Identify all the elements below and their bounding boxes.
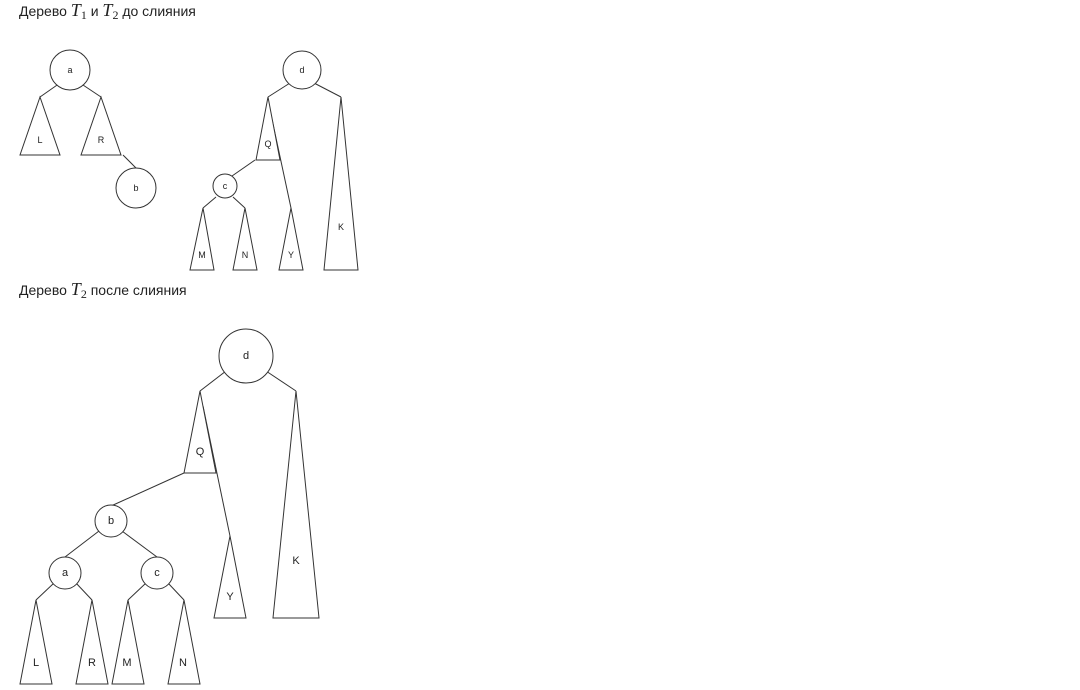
merged-subtree-q bbox=[183, 390, 217, 474]
merged-node-b bbox=[94, 504, 128, 538]
t2-subtree-y-label: Y bbox=[288, 250, 294, 260]
edge-d-k bbox=[265, 370, 297, 392]
t2-subtree-q-label: Q bbox=[264, 139, 271, 149]
merged-node-a bbox=[48, 556, 82, 590]
t2-subtree-k bbox=[323, 96, 359, 271]
t2-subtree-n-label: N bbox=[242, 250, 249, 260]
edge-c-n bbox=[232, 196, 246, 209]
t2-node-d-label: d bbox=[299, 65, 304, 75]
merged-node-d-label: d bbox=[243, 350, 249, 362]
t1-subtree-l bbox=[19, 95, 61, 156]
tree-t1: a L R b bbox=[19, 49, 157, 209]
edge-c-m bbox=[127, 582, 147, 601]
t2-node-c bbox=[212, 173, 238, 199]
merged-subtree-y-label: Y bbox=[226, 591, 234, 603]
t2-subtree-k-label: K bbox=[338, 222, 344, 232]
merged-subtree-k-label: K bbox=[292, 555, 300, 567]
t2-subtree-m-label: M bbox=[198, 250, 206, 260]
edge-r-b bbox=[122, 154, 137, 169]
tree-t2: d Q c M N Y K bbox=[189, 50, 359, 271]
t1-node-b-label: b bbox=[133, 183, 138, 193]
merged-subtree-n-label: N bbox=[179, 657, 187, 669]
t1-subtree-r-label: R bbox=[98, 135, 105, 145]
merged-node-c-label: c bbox=[154, 567, 160, 579]
merged-subtree-r-label: R bbox=[88, 657, 96, 669]
tree-merged: d Q b a c L R M N Y K bbox=[19, 328, 320, 685]
t1-node-a-label: a bbox=[67, 65, 72, 75]
edge-b-a bbox=[64, 530, 100, 558]
caption-after-merge: Дерево T2 после слияния bbox=[19, 279, 187, 301]
t1-node-b bbox=[115, 167, 157, 209]
t2-subtree-m bbox=[189, 207, 215, 271]
caption-before-merge: Дерево T1 и T2 до слияния bbox=[19, 0, 196, 22]
merged-subtree-k bbox=[272, 390, 320, 619]
edge-q-c bbox=[231, 159, 256, 177]
merged-subtree-q-label: Q bbox=[196, 446, 205, 458]
t2-node-d bbox=[282, 50, 322, 90]
edge-d-k bbox=[313, 82, 342, 98]
edge-a-l bbox=[35, 582, 55, 601]
t2-subtree-q bbox=[255, 96, 281, 161]
t2-subtree-y bbox=[278, 207, 304, 271]
merged-subtree-l bbox=[19, 599, 53, 685]
merged-node-b-label: b bbox=[108, 515, 114, 527]
edge-b-c bbox=[121, 530, 158, 558]
edge-c-m bbox=[202, 196, 217, 209]
t1-subtree-l-label: L bbox=[37, 135, 42, 145]
edge-c-n bbox=[167, 582, 185, 601]
t1-subtree-r bbox=[80, 95, 122, 156]
merged-subtree-r bbox=[75, 599, 109, 685]
merged-subtree-y bbox=[213, 535, 247, 619]
edge-d-q bbox=[267, 82, 291, 98]
edge-a-r bbox=[75, 582, 93, 601]
merged-node-c bbox=[140, 556, 174, 590]
t2-node-c-label: c bbox=[223, 181, 228, 191]
merged-subtree-n bbox=[167, 599, 201, 685]
merged-subtree-m bbox=[111, 599, 145, 685]
t1-node-a bbox=[49, 49, 91, 91]
edge-q-b bbox=[110, 472, 185, 507]
merged-node-d bbox=[218, 328, 274, 384]
edge-d-q bbox=[199, 370, 227, 392]
t2-subtree-n bbox=[232, 207, 258, 271]
merged-subtree-m-label: M bbox=[122, 657, 131, 669]
merged-node-a-label: a bbox=[62, 567, 69, 579]
merged-subtree-l-label: L bbox=[33, 657, 39, 669]
